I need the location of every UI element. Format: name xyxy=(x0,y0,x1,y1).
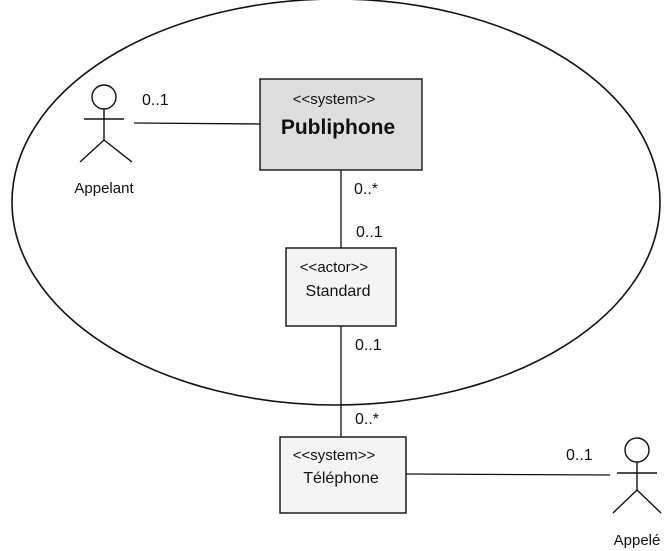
multiplicity-telephone-to-standard: 0..* xyxy=(355,411,379,428)
publiphone-stereotype: <<system>> xyxy=(293,91,376,108)
standard-stereotype: <<actor>> xyxy=(300,259,369,276)
multiplicity-standard-to-telephone: 0..1 xyxy=(355,337,382,354)
box-telephone[interactable]: <<system>> Téléphone xyxy=(279,436,407,514)
multiplicity-telephone-appele: 0..1 xyxy=(566,447,593,464)
stick-figure-actor-icon xyxy=(612,437,662,514)
actor-appelant[interactable]: Appelant xyxy=(74,84,134,197)
telephone-stereotype: <<system>> xyxy=(293,447,376,464)
actor-appele-label: Appelé xyxy=(614,532,661,549)
multiplicity-publiphone-to-standard: 0..* xyxy=(354,181,378,198)
actor-appelant-label: Appelant xyxy=(74,180,134,197)
association-telephone-appele xyxy=(405,473,611,476)
association-appelant-publiphone xyxy=(133,122,261,125)
multiplicity-appelant-publiphone: 0..1 xyxy=(142,92,169,109)
system-boundary-ellipse xyxy=(11,0,661,406)
multiplicity-standard-to-publiphone: 0..1 xyxy=(356,224,383,241)
box-publiphone[interactable]: <<system>> Publiphone xyxy=(259,78,423,171)
publiphone-name: Publiphone xyxy=(281,116,395,139)
box-standard[interactable]: <<actor>> Standard xyxy=(285,247,397,327)
stick-figure-actor-icon xyxy=(79,84,133,163)
telephone-name: Téléphone xyxy=(303,470,379,487)
standard-name: Standard xyxy=(306,283,371,300)
actor-appele[interactable]: Appelé xyxy=(612,437,662,549)
